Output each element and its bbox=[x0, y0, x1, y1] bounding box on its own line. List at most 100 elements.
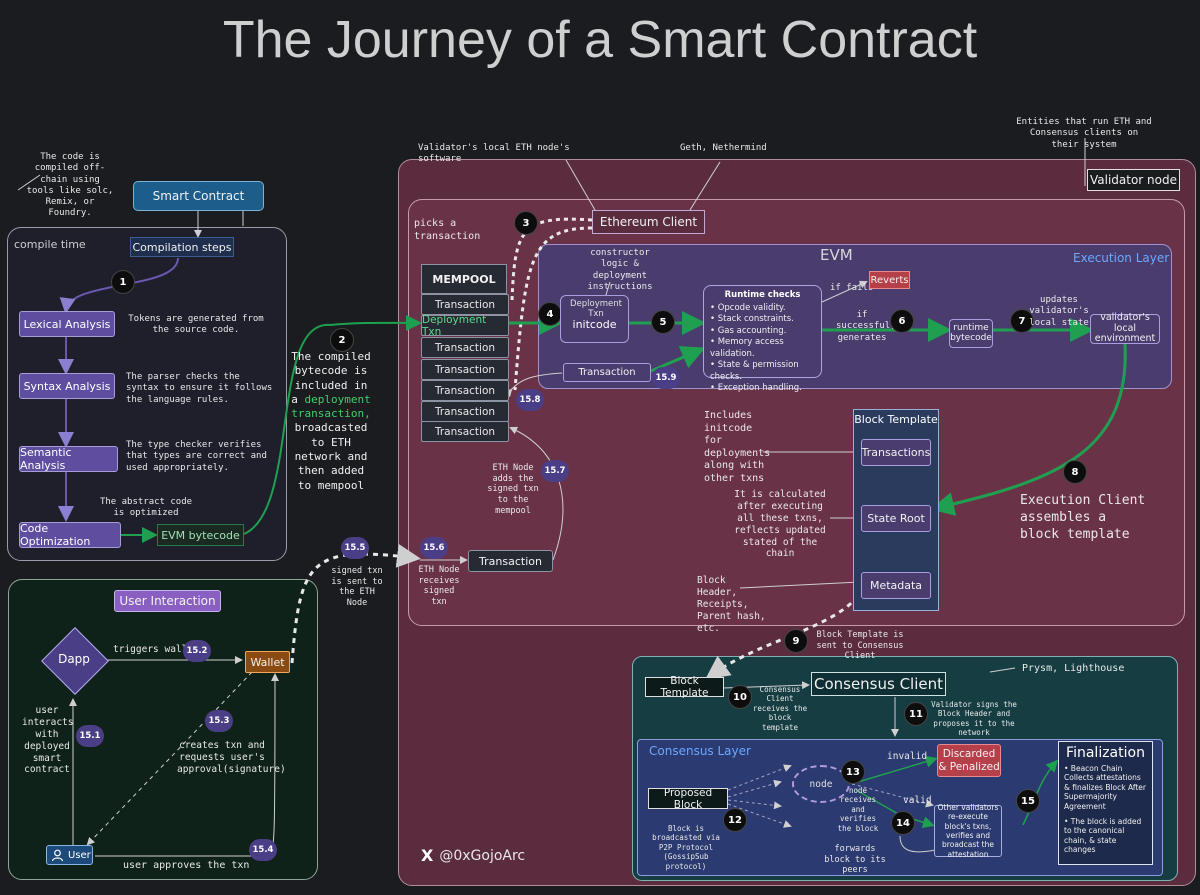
invalid-label: invalid bbox=[887, 751, 928, 762]
dapp-label: Dapp bbox=[58, 652, 90, 666]
runtime-check-item: • Gas accounting. bbox=[710, 325, 787, 336]
local-env-box: validator's local environment bbox=[1090, 313, 1160, 344]
badge-8: 8 bbox=[1063, 460, 1087, 484]
calculated-note: It is calculated after executing all the… bbox=[734, 489, 826, 560]
badge-15: 15 bbox=[1016, 789, 1040, 813]
user-icon bbox=[51, 849, 64, 861]
badge-15-4: 15.4 bbox=[249, 839, 277, 861]
discarded-box: Discarded & Penalized bbox=[937, 744, 1001, 777]
finalization-box: Finalization • Beacon Chain Collects att… bbox=[1058, 741, 1153, 865]
cc-receives-note: Consensus Client receives the block temp… bbox=[752, 685, 808, 732]
badge-15-5: 15.5 bbox=[341, 537, 369, 559]
syntax-analysis-box: Syntax Analysis bbox=[19, 373, 115, 399]
badge-1: 1 bbox=[111, 270, 135, 294]
evm-bytecode-box: EVM bytecode bbox=[157, 524, 244, 546]
user-approves-label: user approves the txn bbox=[123, 860, 250, 871]
user-label: User bbox=[68, 849, 91, 861]
badge-7: 7 bbox=[1010, 309, 1034, 333]
user-interaction-title: User Interaction bbox=[114, 590, 221, 612]
dapp-node[interactable]: Dapp bbox=[41, 627, 109, 695]
badge-14: 14 bbox=[891, 811, 915, 835]
compilation-steps-box: Compilation steps bbox=[130, 237, 234, 257]
mempool-transaction: Transaction bbox=[421, 359, 509, 380]
constructor-note: constructor logic & deployment instructi… bbox=[587, 248, 653, 292]
execution-layer-label: Execution Layer bbox=[1073, 251, 1170, 265]
mempool-header: MEMPOOL bbox=[421, 264, 507, 294]
geth-note: Geth, Nethermind bbox=[680, 143, 767, 153]
consensus-layer-label: Consensus Layer bbox=[649, 744, 751, 758]
forwards-note: forwards block to its peers bbox=[824, 844, 886, 876]
compiled-note-a: The compiled bytecode is included in a bbox=[291, 350, 371, 406]
badge-15-9: 15.9 bbox=[652, 367, 680, 389]
eth-node-adds-note: ETH Node adds the signed txn to the memp… bbox=[487, 463, 539, 516]
badge-15-2: 15.2 bbox=[183, 640, 211, 662]
consensus-client-box: Consensus Client bbox=[811, 672, 946, 696]
assembles-note: Execution Client assembles a block templ… bbox=[1020, 493, 1146, 542]
header-note: Block Header, Receipts, Parent hash, etc… bbox=[697, 575, 766, 634]
badge-15-3: 15.3 bbox=[205, 710, 233, 732]
signed-transaction-box: Transaction bbox=[468, 550, 553, 572]
reverts-box: Reverts bbox=[869, 271, 910, 289]
user-interacts-note: user interacts with deployed smart contr… bbox=[22, 705, 74, 776]
badge-15-6: 15.6 bbox=[420, 537, 448, 559]
state-root-box: State Root bbox=[861, 505, 931, 532]
runtime-bytecode-box: runtime bytecode bbox=[949, 319, 993, 348]
runtime-check-item: • Memory access validation. bbox=[710, 337, 784, 359]
badge-12: 12 bbox=[723, 808, 747, 832]
badge-2: 2 bbox=[330, 328, 354, 352]
mempool-transaction: Transaction bbox=[421, 337, 509, 358]
author-handle: X @0xGojoArc bbox=[421, 846, 525, 865]
broadcasted-note: Block is broadcasted via P2P Protocol (G… bbox=[652, 824, 720, 871]
includes-note: Includes initcode for deployments along … bbox=[704, 410, 771, 484]
block-template-title: Block Template bbox=[854, 413, 938, 426]
picks-txn-label: picks a transaction bbox=[414, 218, 481, 242]
lexical-analysis-box: Lexical Analysis bbox=[19, 311, 115, 337]
if-successful-label: if successful, generates bbox=[836, 310, 896, 343]
finalization-point-1: • Beacon Chain Collects attestations & f… bbox=[1064, 764, 1146, 811]
user-box[interactable]: User bbox=[46, 845, 93, 865]
smart-contract-box: Smart Contract bbox=[133, 181, 264, 211]
runtime-check-item: • Opcode validity. bbox=[710, 303, 786, 313]
finalization-point-2: • The block is added to the canonical ch… bbox=[1064, 816, 1142, 854]
gossip-node: node bbox=[792, 765, 850, 803]
badge-15-8: 15.8 bbox=[516, 389, 544, 411]
deployment-txn-small: Deployment Txn bbox=[570, 299, 622, 319]
handle-label: @0xGojoArc bbox=[439, 847, 526, 864]
x-logo-icon: X bbox=[421, 846, 434, 865]
lexical-note: Tokens are generated from the source cod… bbox=[128, 314, 264, 336]
runtime-check-item: • Exception handling. bbox=[710, 383, 802, 394]
initcode-container bbox=[560, 295, 629, 343]
optimized-note: The abstract code is optimized bbox=[99, 497, 193, 519]
eth-node-receives-note: ETH Node receives signed txn bbox=[418, 565, 460, 607]
compiled-note-c: broadcasted to ETH network and then adde… bbox=[294, 421, 368, 492]
semantic-note: The type checker verifies that types are… bbox=[126, 440, 267, 473]
page-title: The Journey of a Smart Contract bbox=[222, 11, 978, 69]
prysm-note: Prysm, Lighthouse bbox=[1022, 663, 1125, 674]
compiled-note-b: deployment transaction, bbox=[291, 392, 371, 421]
mempool-deployment-txn: Deployment Txn bbox=[421, 314, 509, 338]
valid-label: valid bbox=[903, 795, 932, 806]
other-validators-box: Other validators re-execute block's txns… bbox=[934, 803, 1002, 859]
node-receives-note: node receives and verifies the block bbox=[837, 786, 879, 833]
node-label: node bbox=[809, 778, 833, 790]
compiled-note: The compiled bytecode is included in a d… bbox=[291, 350, 371, 493]
block-template-consensus-box: Block Template bbox=[645, 675, 724, 699]
badge-11: 11 bbox=[904, 702, 928, 726]
compiled-offchain-note: The code is compiled off-chain using too… bbox=[26, 152, 114, 219]
syntax-note: The parser checks the syntax to ensure i… bbox=[126, 372, 273, 405]
block-template-sent-note: Block Template is sent to Consensus Clie… bbox=[816, 630, 904, 662]
runtime-checks-list: • Opcode validity.• Stack constraints.• … bbox=[710, 303, 815, 395]
mempool-transaction: Transaction bbox=[421, 380, 509, 401]
badge-4: 4 bbox=[538, 302, 562, 326]
validator-software-note: Validator's local ETH node's software bbox=[418, 143, 570, 165]
badge-9: 9 bbox=[784, 629, 808, 653]
proposed-block-box: Proposed Block bbox=[648, 787, 728, 811]
runtime-check-item: • State & permission checks. bbox=[710, 360, 799, 382]
updates-note: updates validator's local state bbox=[1029, 295, 1089, 328]
badge-10: 10 bbox=[728, 685, 752, 709]
triggers-wallet-label: triggers wallet bbox=[113, 644, 199, 655]
ethereum-client-box: Ethereum Client bbox=[592, 210, 705, 234]
evm-transaction-box: Transaction bbox=[563, 363, 651, 382]
code-optimization-box: Code Optimization bbox=[19, 522, 121, 548]
wallet-box[interactable]: Wallet bbox=[245, 651, 290, 673]
